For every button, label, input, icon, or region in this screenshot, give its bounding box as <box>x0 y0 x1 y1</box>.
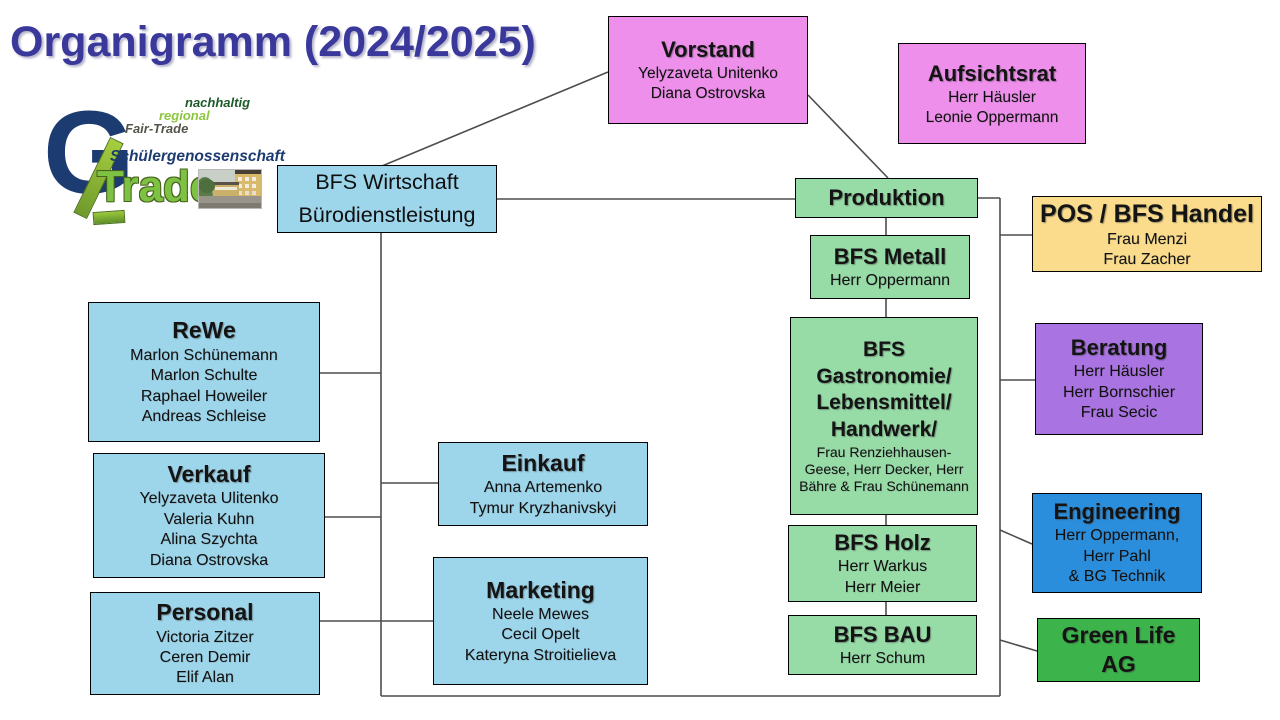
org-box-aufsichtsrat: Aufsichtsrat Herr Häusler Leonie Opperma… <box>898 43 1086 144</box>
org-box-title: BFS Metall <box>833 243 947 269</box>
org-box-member: Marlon Schulte <box>150 367 258 385</box>
org-box-member: Tymur Kryzhanivskyi <box>469 499 617 517</box>
logo-brand: Trade <box>97 162 215 211</box>
org-box-member: Frau Menzi <box>1106 230 1188 248</box>
logo-tagline-nachhaltig: nachhaltig <box>185 95 251 110</box>
org-box-member: Raphael Howeiler <box>140 387 268 405</box>
org-box-beratung: Beratung Herr Häusler Herr Bornschier Fr… <box>1035 323 1203 435</box>
org-box-pos-handel: POS / BFS Handel Frau Menzi Frau Zacher <box>1032 196 1262 272</box>
org-box-produktion: Produktion <box>795 178 978 218</box>
org-box-member: Herr Schum <box>839 649 926 667</box>
org-box-member: & BG Technik <box>1068 568 1166 586</box>
org-box-green-life: Green Life AG <box>1037 618 1200 682</box>
school-building-photo <box>198 169 262 209</box>
org-box-member: Elif Alan <box>176 669 234 687</box>
org-box-member: Diana Ostrovska <box>650 85 766 103</box>
connector-vorstand-wirtschaft <box>381 71 609 167</box>
org-box-member: Herr Warkus <box>837 558 928 576</box>
org-box-title: Green Life AG <box>1061 621 1176 677</box>
org-box-title: Engineering <box>1053 499 1181 525</box>
org-box-title-line: Bürodienstleistung <box>298 203 476 227</box>
org-box-member: Leonie Oppermann <box>925 108 1059 126</box>
org-box-member: Yelyzaveta Unitenko <box>638 65 778 83</box>
logo-slash-foot-icon <box>92 209 126 226</box>
org-box-einkauf: Einkauf Anna Artemenko Tymur Kryzhanivsk… <box>438 442 648 526</box>
org-box-title: Einkauf <box>501 449 585 476</box>
org-box-title: Vorstand <box>661 37 755 63</box>
org-box-title-line: BFS <box>863 337 905 361</box>
org-box-title: BFS BAU <box>833 621 932 647</box>
org-box-bfs-wirtschaft: BFS Wirtschaft Bürodienstleistung <box>277 165 497 233</box>
org-box-bfs-holz: BFS Holz Herr Warkus Herr Meier <box>788 525 977 602</box>
org-box-title: Produktion <box>828 184 945 210</box>
org-box-member: Ceren Demir <box>159 648 251 666</box>
org-box-title-line: Handwerk/ <box>830 418 938 442</box>
org-box-title-line: Gastronomie/ <box>816 364 952 388</box>
connector-greenlife-stub <box>999 639 1038 652</box>
org-box-bfs-metall: BFS Metall Herr Oppermann <box>810 235 970 299</box>
logo-tagline-regional: regional <box>159 108 210 123</box>
org-box-title: Verkauf <box>167 460 251 487</box>
logo-tagline-fairtrade: Fair-Trade <box>125 121 189 136</box>
org-box-member: Yelyzaveta Ulitenko <box>139 490 279 508</box>
org-box-title: Beratung <box>1070 335 1168 361</box>
logo-org-type: Schülergenossenschaft <box>110 148 285 165</box>
connector-engineering-stub <box>999 529 1033 545</box>
org-box-member: Neele Mewes <box>492 606 589 624</box>
org-box-staff: Frau Renziehhausen-Geese, Herr Decker, H… <box>799 444 969 495</box>
org-box-vorstand: Vorstand Yelyzaveta Unitenko Diana Ostro… <box>608 16 808 124</box>
org-box-member: Frau Secic <box>1080 404 1158 422</box>
org-box-title: Aufsichtsrat <box>927 60 1057 86</box>
org-box-member: Andreas Schleise <box>141 408 267 426</box>
connector-vorstand-produktion <box>807 94 889 179</box>
org-box-title: POS / BFS Handel <box>1040 199 1254 228</box>
org-box-title: BFS Holz <box>834 529 931 555</box>
logo: G nachhaltig regional Fair-Trade Schüler… <box>35 92 285 232</box>
org-box-member: Herr Pahl <box>1083 547 1151 565</box>
org-box-member: Herr Häusler <box>948 88 1036 106</box>
org-box-marketing: Marketing Neele Mewes Cecil Opelt Katery… <box>433 557 648 685</box>
org-box-member: Frau Zacher <box>1103 251 1191 268</box>
org-box-member: Marlon Schünemann <box>130 346 278 364</box>
org-box-member: Kateryna Stroitielieva <box>464 646 617 664</box>
org-box-member: Anna Artemenko <box>483 479 603 497</box>
org-box-title: ReWe <box>172 317 236 344</box>
page-title: Organigramm (2024/2025) <box>10 18 536 66</box>
org-box-member: Diana Ostrovska <box>149 551 269 569</box>
org-box-personal: Personal Victoria Zitzer Ceren Demir Eli… <box>90 592 320 695</box>
org-box-bfs-gastronomie: BFS Gastronomie/ Lebensmittel/ Handwerk/… <box>790 317 978 515</box>
org-box-member: Victoria Zitzer <box>156 628 254 646</box>
org-box-member: Cecil Opelt <box>501 626 580 644</box>
org-box-title: Marketing <box>486 576 595 603</box>
org-box-member: Herr Meier <box>844 578 921 596</box>
org-box-member: Herr Bornschier <box>1062 383 1176 401</box>
org-box-member: Valeria Kuhn <box>163 510 255 528</box>
org-box-member: Herr Oppermann, <box>1054 527 1180 545</box>
org-box-title: Personal <box>156 599 254 626</box>
org-box-rewe: ReWe Marlon Schünemann Marlon Schulte Ra… <box>88 302 320 442</box>
org-box-bfs-bau: BFS BAU Herr Schum <box>788 615 977 675</box>
org-box-title-line: BFS Wirtschaft <box>315 169 459 194</box>
org-box-member: Herr Häusler <box>1073 363 1165 381</box>
org-box-member: Alina Szychta <box>160 531 258 549</box>
org-box-member: Herr Oppermann <box>829 271 951 289</box>
org-box-engineering: Engineering Herr Oppermann, Herr Pahl & … <box>1032 493 1202 593</box>
org-box-title-line: Lebensmittel/ <box>816 391 952 415</box>
org-box-verkauf: Verkauf Yelyzaveta Ulitenko Valeria Kuhn… <box>93 453 325 578</box>
